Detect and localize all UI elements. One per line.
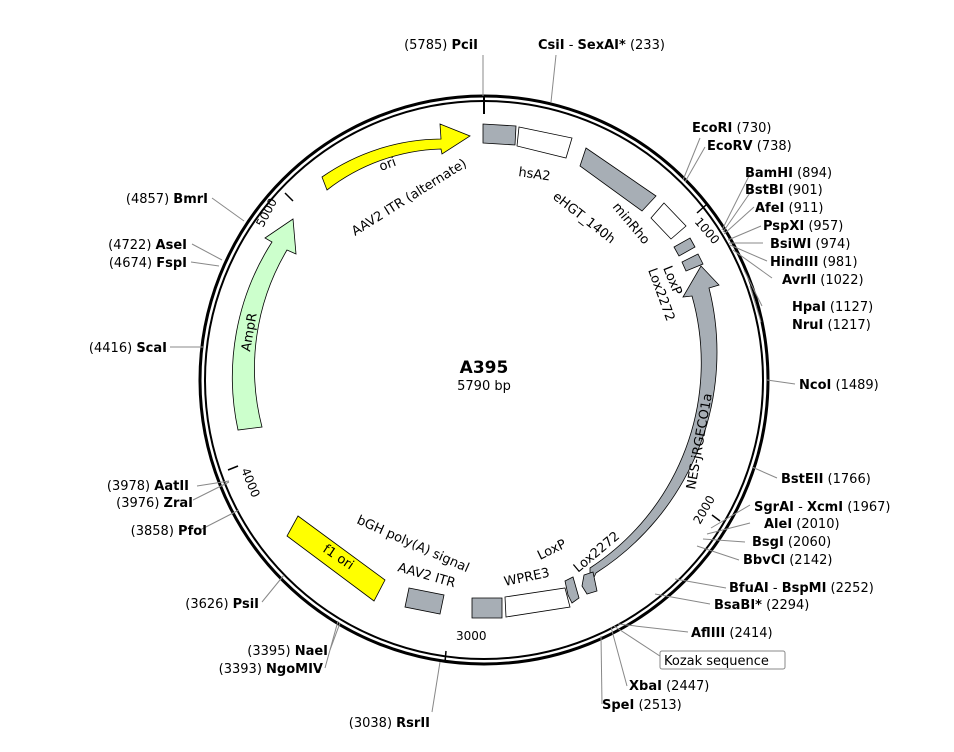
plasmid-length: 5790 bp [457,379,511,394]
tick-label-3000: 3000 [456,629,487,643]
site-hpai[interactable]: HpaI (1127) [792,300,873,315]
feature-wpre3[interactable] [504,587,571,618]
feature-aav2-itr-alt[interactable] [482,123,517,146]
plasmid-name: A395 [460,358,509,378]
site-bbvci[interactable]: BbvCI (2142) [743,553,832,568]
kozak-label: Kozak sequence [664,654,769,669]
feature-loxp-2[interactable] [564,576,580,604]
feature-nes-jrgeco1a[interactable] [589,265,720,587]
site-scai[interactable]: (4416) ScaI [89,341,167,356]
kozak-box [659,650,786,670]
site-aatii[interactable]: (3978) AatII [107,479,189,494]
tick-label-4000: 4000 [238,466,262,500]
site-hindiii[interactable]: HindIII (981) [770,255,858,270]
feature-minrho[interactable] [650,202,687,240]
feature-ehgt[interactable] [579,147,657,212]
site-pcii-pos-open: ( [404,38,409,53]
feature-ori[interactable] [321,123,471,191]
site-ecorv[interactable]: EcoRV (738) [707,139,792,154]
site-ecori[interactable]: EcoRI (730) [692,121,772,136]
site-bsteii[interactable]: BstEII (1766) [781,472,871,487]
site-leader-lines [170,54,796,713]
site-naei[interactable]: (3395) NaeI [247,644,328,659]
label-loxp-2: LoxP [535,537,569,564]
site-alei[interactable]: AleI (2010) [764,517,840,532]
tick-label-2000: 2000 [690,493,717,526]
site-spei[interactable]: SpeI (2513) [602,698,682,713]
site-avrii[interactable]: AvrII (1022) [782,273,864,288]
site-bsiwi[interactable]: BsiWI (974) [770,237,850,252]
site-xbai[interactable]: XbaI (2447) [629,679,709,694]
site-bsgi[interactable]: BsgI (2060) [752,535,831,550]
label-aav2-itr-alt: AAV2 ITR (alternate) [349,156,470,239]
site-bmri[interactable]: (4857) BmrI [126,192,208,207]
site-afei[interactable]: AfeI (911) [755,201,824,216]
site-nrui[interactable]: NruI (1217) [792,318,871,333]
feature-loxp-1[interactable] [673,237,696,257]
site-afliii[interactable]: AflIII (2414) [691,626,773,641]
site-bfuai-bspmi[interactable]: BfuAI - BspMI (2252) [729,581,874,596]
feature-hsa2[interactable] [516,126,573,159]
site-zrai[interactable]: (3976) ZraI [116,496,193,511]
label-ehgt: eHGT_140h [550,189,618,247]
site-fspi[interactable]: (4674) FspI [109,256,187,271]
site-bamhi[interactable]: BamHI (894) [745,166,832,181]
feature-f1-ori[interactable] [286,515,386,602]
tick-labels: 1000 2000 3000 4000 5000 [238,196,722,643]
features [231,123,720,619]
tick-label-5000: 5000 [253,196,280,230]
site-pspxi[interactable]: PspXI (957) [763,219,843,234]
feature-bgh-polya[interactable] [404,587,445,615]
label-ori: ori [377,155,398,175]
feature-lox2272-2[interactable] [581,571,598,595]
site-ncoi[interactable]: NcoI (1489) [799,378,879,393]
site-pcii[interactable]: (5785) PciI [404,38,478,53]
label-hsa2: hsA2 [517,165,551,184]
site-ngomiv[interactable]: (3393) NgoMIV [219,662,323,677]
tick-marks [227,192,721,663]
site-csii-sexai[interactable]: CsiI - SexAI* (233) [538,38,665,53]
site-bstbi[interactable]: BstBI (901) [745,183,823,198]
label-wpre3: WPRE3 [503,566,551,590]
feature-ampr[interactable] [231,218,297,431]
site-psii[interactable]: (3626) PsiI [185,597,259,612]
site-bsabi[interactable]: BsaBI* (2294) [714,598,809,613]
site-asei[interactable]: (4722) AseI [108,238,187,253]
label-ampr: AmpR [239,312,261,353]
site-labels: (5785) PciI CsiI - SexAI* (233) EcoRI (7… [89,38,891,731]
site-sgrai-xcmi[interactable]: SgrAI - XcmI (1967) [754,500,890,515]
site-pfoi[interactable]: (3858) PfoI [131,524,207,539]
feature-lox2272-1[interactable] [681,253,704,272]
feature-aav2-itr[interactable] [471,597,503,619]
site-rsrii[interactable]: (3038) RsrII [349,716,430,731]
